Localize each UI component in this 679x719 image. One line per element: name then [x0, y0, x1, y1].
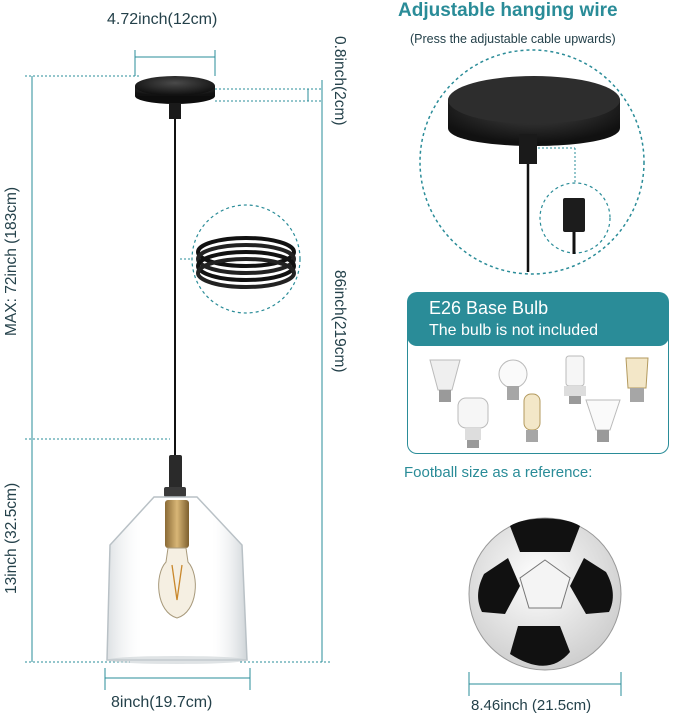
overall-height-marker [240, 80, 330, 663]
shade-width-marker [104, 668, 251, 690]
football-width-marker [468, 672, 622, 696]
max-cord-label: MAX: 72inch (183cm) [3, 186, 20, 336]
bulb-info-banner: E26 Base Bulb The bulb is not included [407, 292, 669, 346]
canopy-height-label: 0.8inch(2cm) [331, 36, 348, 126]
shade-height-marker [25, 439, 130, 663]
canopy-width-label: 4.72inch(12cm) [107, 11, 218, 28]
max-cord-marker [25, 75, 170, 440]
canopy-height-marker [215, 88, 322, 102]
shade-height-label: 13inch (32.5cm) [3, 482, 20, 594]
football-width-label: 8.46inch (21.5cm) [471, 697, 592, 714]
bulb-note-label: The bulb is not included [429, 322, 598, 339]
page-title: Adjustable hanging wire [398, 0, 618, 21]
canopy-closeup-image [419, 49, 645, 275]
football-note: Football size as a reference: [404, 464, 593, 481]
overall-height-label: 86inch(219cm) [331, 270, 348, 373]
canopy-width-marker [134, 50, 216, 76]
pendant-lamp-image [106, 76, 248, 664]
bulb-icons [429, 355, 649, 448]
page-subtitle: (Press the adjustable cable upwards) [410, 32, 616, 46]
bulb-base-label: E26 Base Bulb [429, 298, 549, 318]
bulb-info-box [407, 322, 669, 454]
football-image [468, 517, 622, 671]
coiled-cable-icon [180, 204, 301, 314]
shade-width-label: 8inch(19.7cm) [111, 694, 213, 711]
